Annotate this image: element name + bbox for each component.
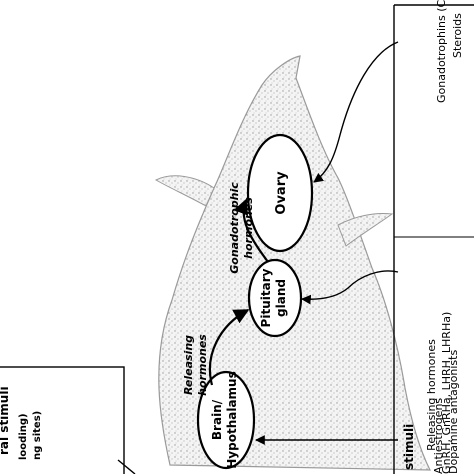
- releasing-hormones-arrow: [208, 309, 250, 386]
- antiestrogens-label: Antiestrogens: [432, 398, 445, 474]
- releasing-hormones-treatment-line1: Releasing hormones: [425, 339, 438, 451]
- environmental-stimuli-title: ral stimuli: [0, 386, 11, 455]
- environmental-item-2: ng sites): [32, 411, 43, 460]
- brain-hypothalamus-node: [196, 370, 256, 470]
- fish-fin-top: [154, 175, 215, 207]
- gonadotrophins-label: Gonadotrophins (C: [435, 0, 448, 103]
- treatment-box-title: stimuli: [402, 424, 416, 470]
- releasing-hormones-treatment-arrow: [301, 270, 399, 305]
- dopamine-antagonists-label: Dopamine antagonists: [447, 350, 460, 474]
- pituitary-gland-node: [247, 258, 303, 338]
- gonadotrophic-arrow-label-line1: Gonadotrophic: [228, 182, 241, 274]
- pituitary-label-line2: gland: [274, 279, 288, 317]
- brain-label-line1: Brain/: [210, 399, 224, 440]
- releasing-hormones-treatment-line2: (GnRH, GnRHa, LHRH, LHRHa): [440, 312, 453, 474]
- treatment-box: [393, 4, 474, 474]
- releasing-arrow-label-line1: Releasing: [182, 335, 195, 395]
- gonadotrophic-arrow-label-line2: hormones: [242, 197, 255, 259]
- steroids-label: Steroids: [451, 13, 464, 58]
- environmental-stimuli-arrow: [117, 459, 136, 474]
- ovary-node: [246, 133, 314, 253]
- fish-silhouette: [158, 55, 431, 471]
- pituitary-label-line1: Pituitary: [259, 268, 273, 327]
- fish-fin-middle: [337, 213, 394, 247]
- environmental-item-1: looding): [18, 413, 29, 460]
- ovary-label: Ovary: [274, 171, 289, 215]
- releasing-arrow-label-line2: hormones: [196, 334, 209, 396]
- brain-label-line2: Hypothalamus: [225, 371, 239, 468]
- gonadotrophic-hormones-arrow: [233, 198, 269, 263]
- gonadotrophins-arrow: [313, 41, 399, 183]
- environmental-stimuli-box: [0, 366, 125, 474]
